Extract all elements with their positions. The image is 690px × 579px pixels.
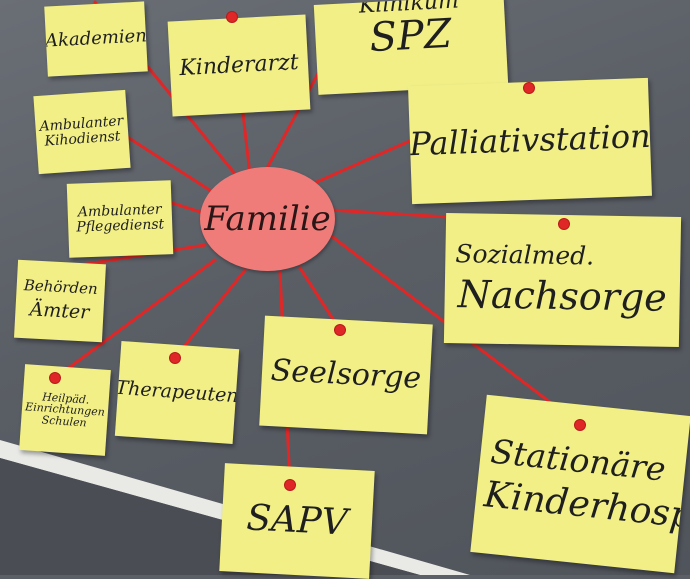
card-sozialmed-nachsorge: Sozialmed. Nachsorge [443,212,682,348]
card-akademien: Akademien [44,1,148,77]
pin-kinderarzt [227,12,237,22]
card-behoerden-line-1: Behörden [23,276,99,299]
pin-sapv [285,480,295,490]
card-kinderarzt: Kinderarzt [167,14,311,117]
card-heilpaed-einrichtungen: Heilpäd. Einrichtungen Schulen [19,364,111,456]
card-ambulanter-kinderhospizdienst: Ambulanter Kihodienst [33,89,131,175]
card-spz-text: SPZ [368,10,453,62]
card-seelsorge-text: Seelsorge [269,353,423,397]
string-therapeuten [173,268,247,360]
card-heilpaed-line-3: Schulen [41,413,88,430]
card-akademien-text: Akademien [44,24,148,52]
card-sozialmed-text: Sozialmed. [455,239,595,271]
card-therapeuten-text: Therapeuten [114,376,240,407]
card-kihodienst-line-2: Kihodienst [44,128,121,150]
card-palliativstation: Palliativstation [408,77,652,205]
pin-stationaere [575,420,585,430]
card-sapv-text: SAPV [245,497,349,544]
pin-palliativstation [524,83,534,93]
center-familie-circle: Familie [200,167,335,271]
card-kinderarzt-text: Kinderarzt [178,49,300,82]
pin-sozialmed [559,219,569,229]
pin-seelsorge [335,325,345,335]
card-seelsorge: Seelsorge [259,315,433,435]
card-nachsorge-text: Nachsorge [457,272,668,320]
card-behoerden-aemter: Behörden Ämter [14,259,106,343]
card-ambulanter-pflegedienst: Ambulanter Pflegedienst [66,180,174,258]
center-familie-label: Familie [204,199,331,239]
card-palliativstation-text: Palliativstation [408,117,652,164]
string-heilpaed [53,258,217,380]
pin-therapeuten [170,353,180,363]
card-pflegedienst-line-2: Pflegedienst [76,216,165,236]
card-behoerden-line-2: Ämter [29,298,90,324]
card-klinikum-spz: Klinikum SPZ [313,0,509,95]
pin-heilpaed [50,373,60,383]
card-sapv: SAPV [219,463,375,579]
